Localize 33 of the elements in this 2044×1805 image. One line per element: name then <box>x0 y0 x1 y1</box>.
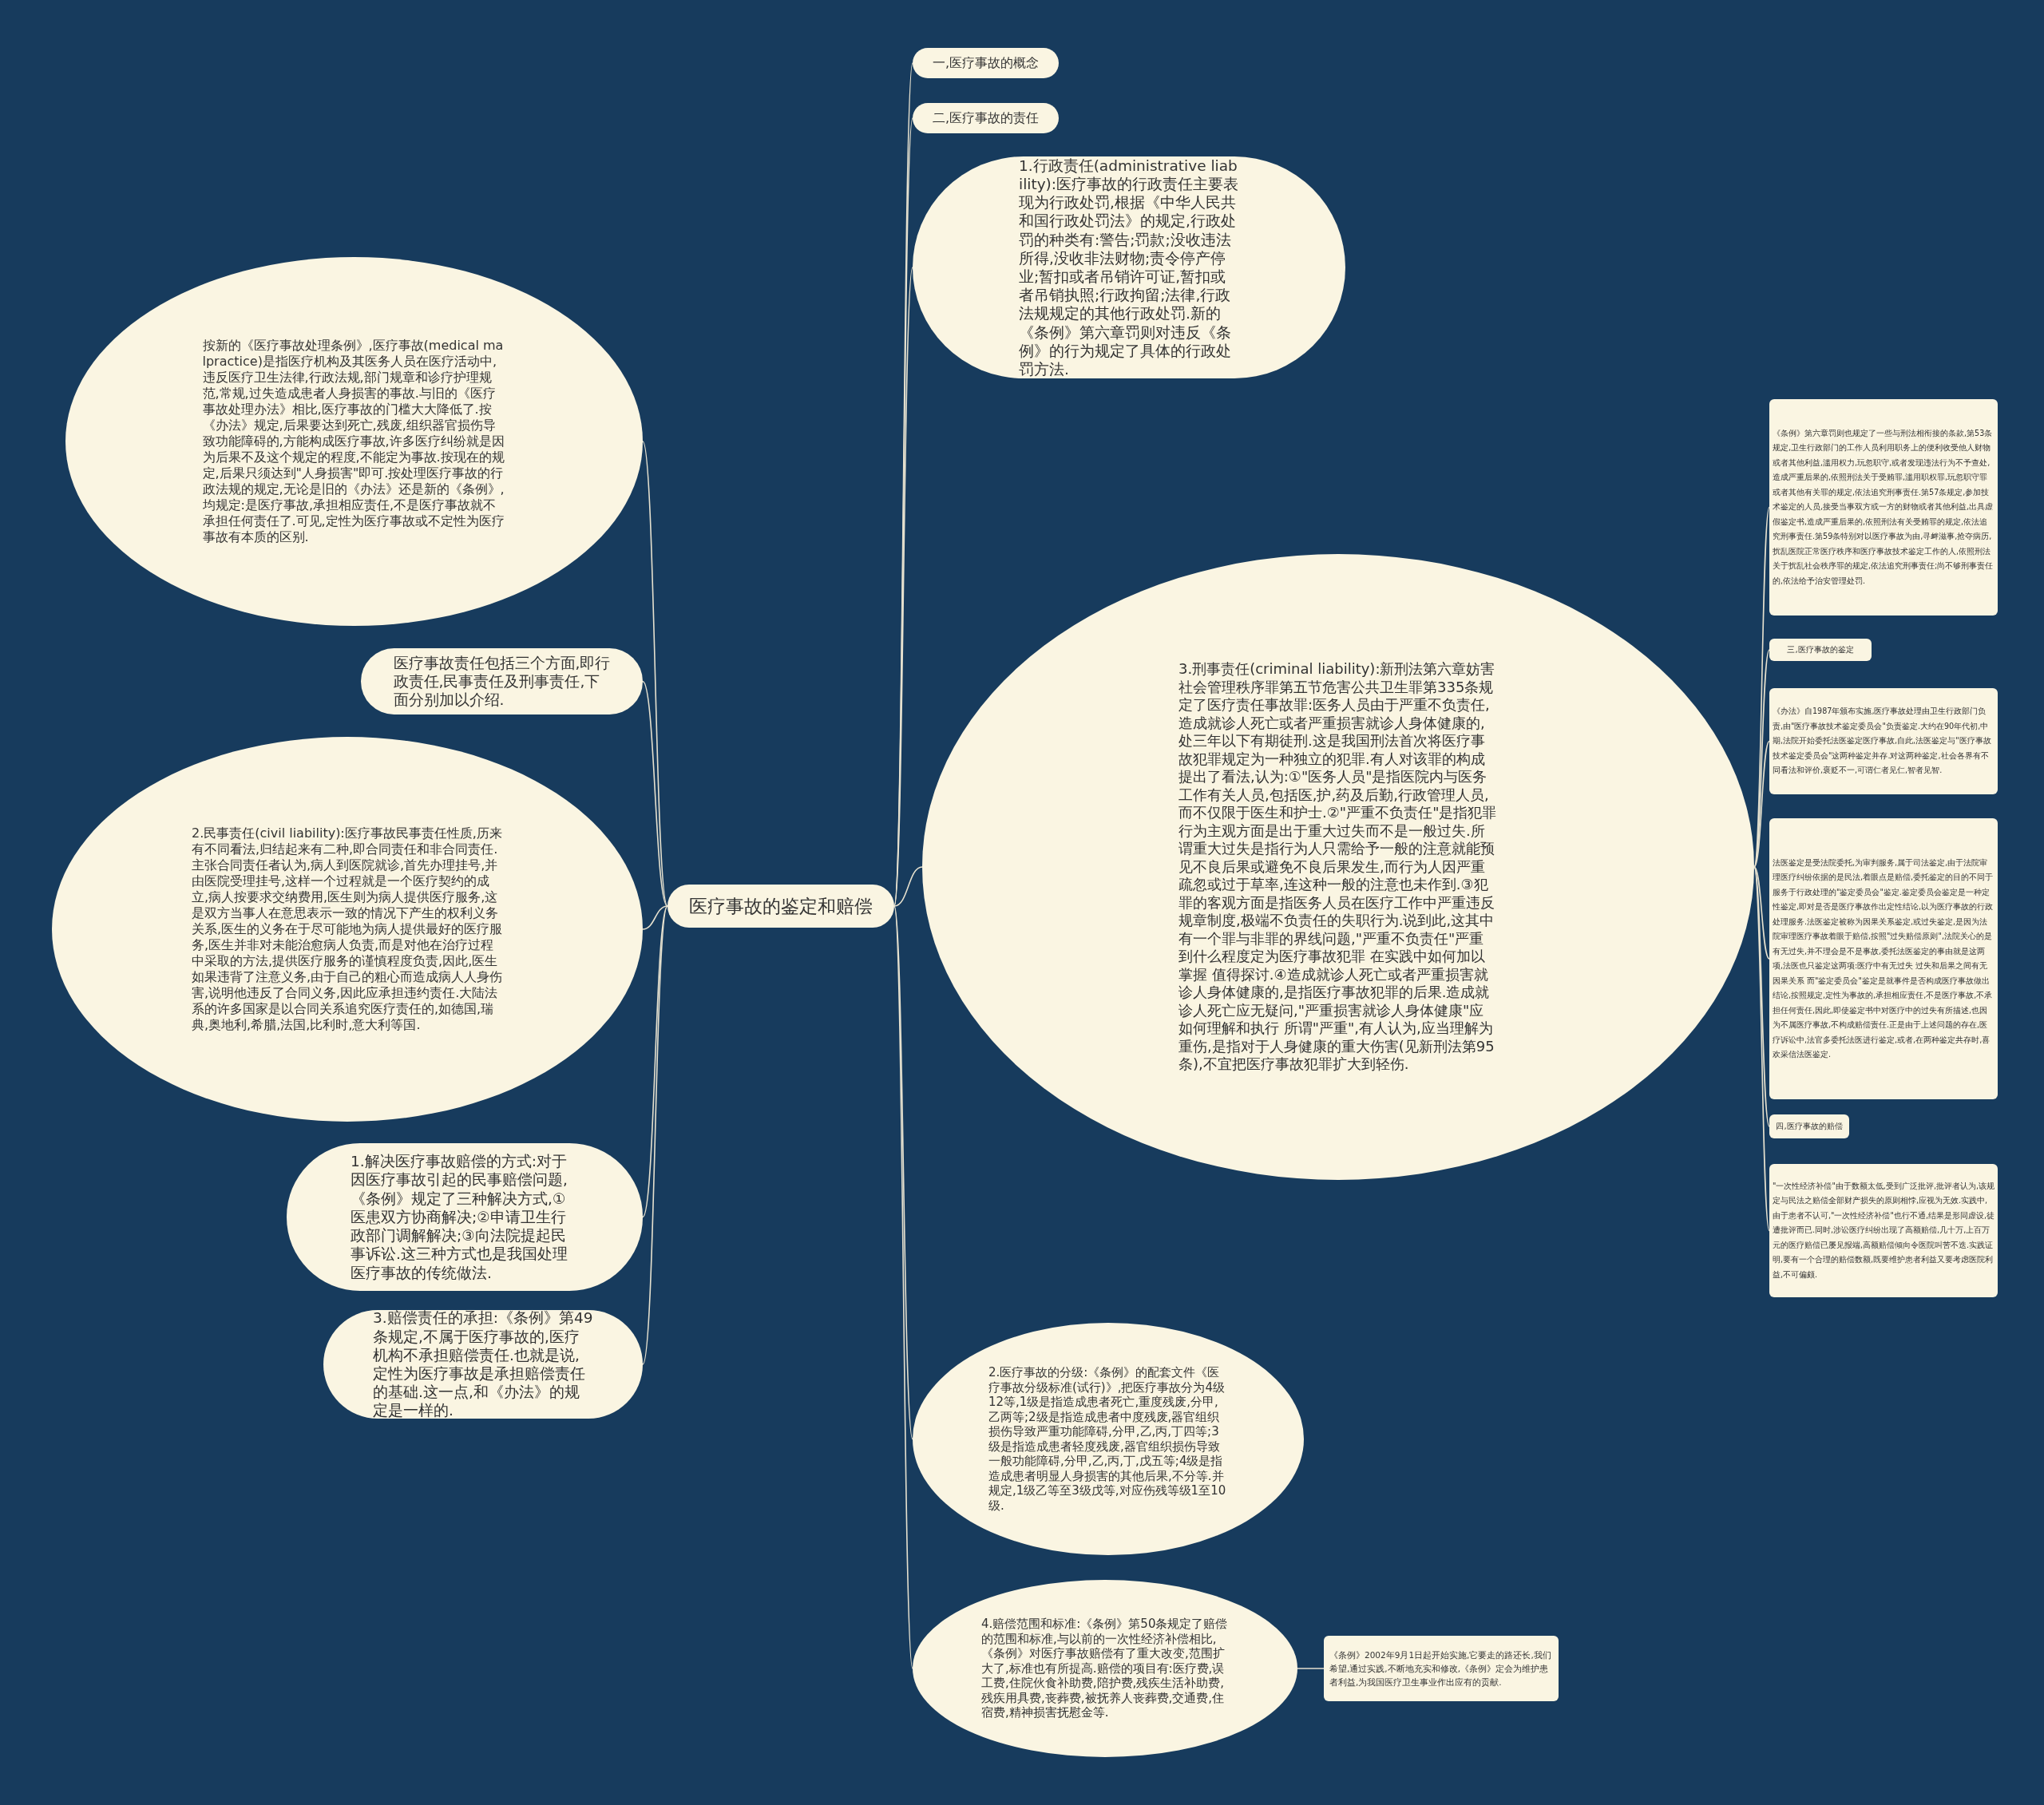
branch-line <box>893 267 913 907</box>
note-card: "一次性经济补偿"由于数额太低,受到广泛批评,批评者认为,该规定与民法之赔偿全部财产损失的原则相悖,应视为无效.实践中,由于患者不认可,"一次性经济补偿"也行不通,结果是形同虚设,徒遭批评而已.同时,涉讼医疗纠纷出现了高额赔偿,几十万,上百万元的医疗赔偿已屡见报端,高额赔偿倾向令医院叫苦不迭.实践证明,要有一个合理的赔偿数额,既要维护患者利益又要考虑医院利益,不可偏颇. <box>1769 1164 1998 1297</box>
topic-bubble: 2.民事责任(civil liability):医疗事故民事责任性质,历来有不同看法,归结起来有二种,即合同责任和非合同责任.主张合同责任者认为,病人到医院就诊,首先办理挂号,并由医院受理挂号,这样一个过程就是一个医疗契约的成立,病人按要求交纳费用,医生则为病人提供医疗服务,这是双方当事人在意思表示一致的情况下产生的权利义务关系,医生的义务在于尽可能地为病人提供最好的医疗服务,医生并非对未能治愈病人负责,而是对他在治疗过程中采取的方法,提供医疗服务的谨慎程度负责,因此,医生如果违背了注意义务,由于自己的粗心而造成病人人身伤害,说明他违反了合同义务,因此应承担违约责任.大陆法系的许多国家是以合同关系追究医疗责任的,如德国,瑞典,奥地利,希腊,法国,比利时,意大利等国. <box>52 737 643 1122</box>
note-card: 三,医疗事故的鉴定 <box>1769 639 1872 661</box>
branch-line <box>1297 1668 1325 1669</box>
topic-bubble: 3.刑事责任(criminal liability):新刑法第六章妨害社会管理秩序罪第五节危害公共卫生罪第335条规定了医疗责任事故罪:医务人员由于严重不负责任,造成就诊人死亡或者严重损害就诊人身体健康的,处三年以下有期徒刑.这是我国刑法首次将医疗事故犯罪规定为一种独立的犯罪.有人对该罪的构成提出了看法,认为:①"医务人员"是指医院内与医务工作有关人员,包括医,护,药及后勤,行政管理人员,而不仅限于医生和护士.②"严重不负责任"是指犯罪行为主观方面是出于重大过失而不是一般过失.所谓重大过失是指行为人只需给予一般的注意就能预见不良后果或避免不良后果发生,而行为人因严重疏忽或过于草率,连这种一般的注意也未作到.③犯罪的客观方面是指医务人员在医疗工作中严重违反规章制度,极端不负责任的失职行为.说到此,这其中有一个罪与非罪的界线问题,"严重不负责任"严重到什么程度定为医疗事故犯罪 在实践中如何加以掌握 值得探讨.④造成就诊人死亡或者严重损害就诊人身体健康的,是指医疗事故犯罪的后果.造成就诊人死亡应无疑问,"严重损害就诊人身体健康"应如何理解和执行 所谓"严重",有人认为,应当理解为重伤,是指对于人身健康的重大伤害(见新刑法第95条),不宜把医疗事故犯罪扩大到轻伤. <box>922 554 1754 1180</box>
branch-line <box>642 680 668 907</box>
branch-line <box>642 905 668 930</box>
branch-line <box>1753 866 1770 1127</box>
branch-line <box>1753 740 1770 868</box>
branch-line <box>642 905 668 1365</box>
topic-bubble: 医疗事故责任包括三个方面,即行政责任,民事责任及刑事责任,下面分别加以介绍. <box>361 648 643 714</box>
topic-bubble: 2.医疗事故的分级:《条例》的配套文件《医疗事故分级标准(试行)》,把医疗事故分为4级12等,1级是指造成患者死亡,重度残废,分甲,乙两等;2级是指造成患者中度残废,器官组织损伤导致严重功能障碍,分甲,乙,丙,丁四等;3级是指造成患者轻度残废,器官组织损伤导致一般功能障碍,分甲,乙,丙,丁,戊五等;4级是指造成患者明显人身损害的其他后果,不分等.并规定,1级乙等至3级戊等,对应伤残等级1至10级. <box>913 1323 1304 1555</box>
branch-line <box>893 866 923 907</box>
topic-bubble: 3.赔偿责任的承担:《条例》第49条规定,不属于医疗事故的,医疗机构不承担赔偿责任.也就是说,定性为医疗事故是承担赔偿责任的基础.这一点,和《办法》的规定是一样的. <box>323 1310 643 1419</box>
note-card: 《条例》2002年9月1日起开始实施,它要走的路还长,我们希望,通过实践,不断地充实和修改,《条例》定会为维护患者利益,为我国医疗卫生事业作出应有的贡献. <box>1324 1636 1559 1701</box>
note-card: 四,医疗事故的赔偿 <box>1769 1114 1849 1138</box>
topic-bubble: 4.赔偿范围和标准:《条例》第50条规定了赔偿的范围和标准,与以前的一次性经济补偿相比,《条例》对医疗事故赔偿有了重大改变,范围扩大了,标准也有所提高.赔偿的项目有:医疗费,误工费,住院伙食补助费,陪护费,残疾生活补助费,残疾用具费,丧葬费,被抚养人丧葬费,交通费,住宿费,精神损害抚慰金等. <box>913 1580 1297 1757</box>
branch-line <box>1753 866 1770 960</box>
note-card: 法医鉴定是受法院委托,为审判服务,属于司法鉴定,由于法院审理医疗纠纷依据的是民法,着眼点是赔偿,委托鉴定的目的不同于服务于行政处理的"鉴定委员会"鉴定.鉴定委员会鉴定是一种定性鉴定,即对是否是医疗事故作出定性结论,以为医疗事故的行政处理服务.法医鉴定被称为因果关系鉴定,或过失鉴定,是因为法院审理医疗事故着眼于赔偿,按照"过失赔偿原则",法院关心的是有无过失,并不理会是不是事故,委托法医鉴定的事由就是这两项,法医也只鉴定这两项:医疗中有无过失 过失和后果之间有无因果关系 而"鉴定委员会"鉴定是就事件是否构成医疗事故做出结论,按照规定,定性为事故的,承担相应责任,不是医疗事故,不承担任何责任,因此,即使鉴定书中对医疗中的过失有所描述,也因为不属医疗事故,不构成赔偿责任.正是由于上述问题的存在,医疗诉讼中,法官多委托法医进行鉴定,或者,在两种鉴定共存时,喜欢采信法医鉴定. <box>1769 818 1998 1099</box>
topic-bubble: 1.行政责任(administrative liability):医疗事故的行政责任主要表现为行政处罚,根据《中华人民共和国行政处罚法》的规定,行政处罚的种类有:警告;罚款;没收违法所得,没收非法财物;责令停产停业;暂扣或者吊销许可证,暂扣或者吊销执照;行政拘留;法律,行政法规规定的其他行政处罚.新的《条例》第六章罚则对违反《条例》的行为规定了具体的行政处罚方法. <box>913 156 1345 378</box>
topic-bubble: 按新的《医疗事故处理条例》,医疗事故(medical malpractice)是指医疗机构及其医务人员在医疗活动中,违反医疗卫生法律,行政法规,部门规章和诊疗护理规范,常规,过失造成患者人身损害的事故.与旧的《医疗事故处理办法》相比,医疗事故的门槛大大降低了.按《办法》规定,后果要达到死亡,残废,组织器官损伤导致功能障碍的,方能构成医疗事故,许多医疗纠纷就是因为后果不及这个规定的程度,不能定为事故.按现在的规定,后果只须达到"人身损害"即可.按处理医疗事故的行政法规的规定,无论是旧的《办法》还是新的《条例》,均规定:是医疗事故,承担相应责任,不是医疗事故就不承担任何责任了.可见,定性为医疗事故或不定性为医疗事故有本质的区别. <box>65 257 643 626</box>
branch-line <box>642 905 668 1218</box>
topic-pill: 二,医疗事故的责任 <box>913 103 1059 133</box>
topic-bubble: 1.解决医疗事故赔偿的方式:对于因医疗事故引起的民事赔偿问题,《条例》规定了三种解决方式,①医患双方协商解决;②申请卫生行政部门调解解决;③向法院提起民事诉讼.这三种方式也是我国处理医疗事故的传统做法. <box>287 1143 643 1291</box>
note-card: 《办法》自1987年颁布实施,医疗事故处理由卫生行政部门负责,由"医疗事故技术鉴定委员会"负责鉴定.大约在90年代初,中期,法院开始委托法医鉴定医疗事故,自此,法医鉴定与"医疗事故技术鉴定委员会"这两种鉴定并存.对这两种鉴定,社会各界有不同看法和评价,褒贬不一,可谓仁者见仁,智者见智. <box>1769 688 1998 794</box>
branch-line <box>642 441 668 907</box>
branch-line <box>893 905 913 1440</box>
topic-pill: 一,医疗事故的概念 <box>913 48 1059 78</box>
central-topic: 医疗事故的鉴定和赔偿 <box>667 885 894 928</box>
branch-line <box>1753 866 1770 1232</box>
note-card: 《条例》第六章罚则也规定了一些与刑法相衔接的条款,第53条规定,卫生行政部门的工作人员利用职务上的便利收受他人财物或者其他利益,滥用权力,玩忽职守,或者发现违法行为不予查处,造成严重后果的,依照刑法关于受贿罪,滥用职权罪,玩忽职守罪或者其他有关罪的规定,依法追究刑事责任.第57条规定,参加技术鉴定的人员,接受当事双方或一方的财物或者其他利益,出具虚假鉴定书,造成严重后果的,依照刑法有关受贿罪的规定,依法追究刑事责任.第59条特别对以医疗事故为由,寻衅滋事,抢夺病历,扰乱医院正常医疗秩序和医疗事故技术鉴定工作的人,依照刑法关于扰乱社会秩序罪的规定,依法追究刑事责任;尚不够刑事责任的,依法给予治安管理处罚. <box>1769 399 1998 616</box>
branch-line <box>893 905 913 1669</box>
